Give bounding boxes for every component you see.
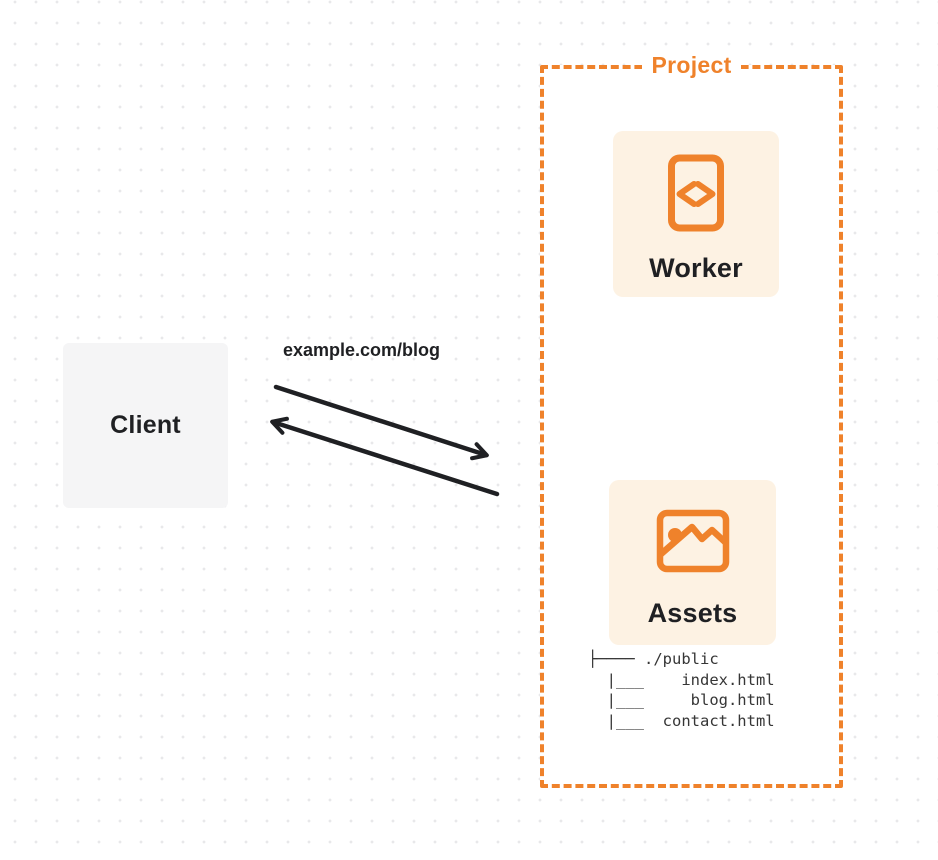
assets-label: Assets	[647, 598, 738, 628]
client-node: Client	[63, 343, 228, 508]
worker-label: Worker	[649, 253, 743, 283]
tree-line-index: |___ index.html	[588, 670, 775, 689]
code-file-icon	[668, 154, 724, 232]
project-label: Project	[642, 51, 741, 79]
request-url-label: example.com/blog	[283, 340, 441, 360]
request-response-arrows	[270, 384, 500, 497]
image-icon	[656, 509, 729, 573]
project-title-row: Project	[540, 51, 843, 79]
request-arrow	[273, 384, 489, 461]
tree-line-public: ├──── ./public	[588, 650, 719, 668]
client-label: Client	[110, 411, 181, 439]
response-arrow	[270, 416, 500, 497]
worker-node: Worker	[613, 131, 779, 297]
assets-node: Assets	[609, 480, 776, 645]
assets-file-tree: ├──── ./public |___ index.html |___ blog…	[588, 649, 775, 731]
tree-line-blog: |___ blog.html	[588, 691, 775, 709]
tree-line-contact: |___ contact.html	[588, 711, 775, 730]
